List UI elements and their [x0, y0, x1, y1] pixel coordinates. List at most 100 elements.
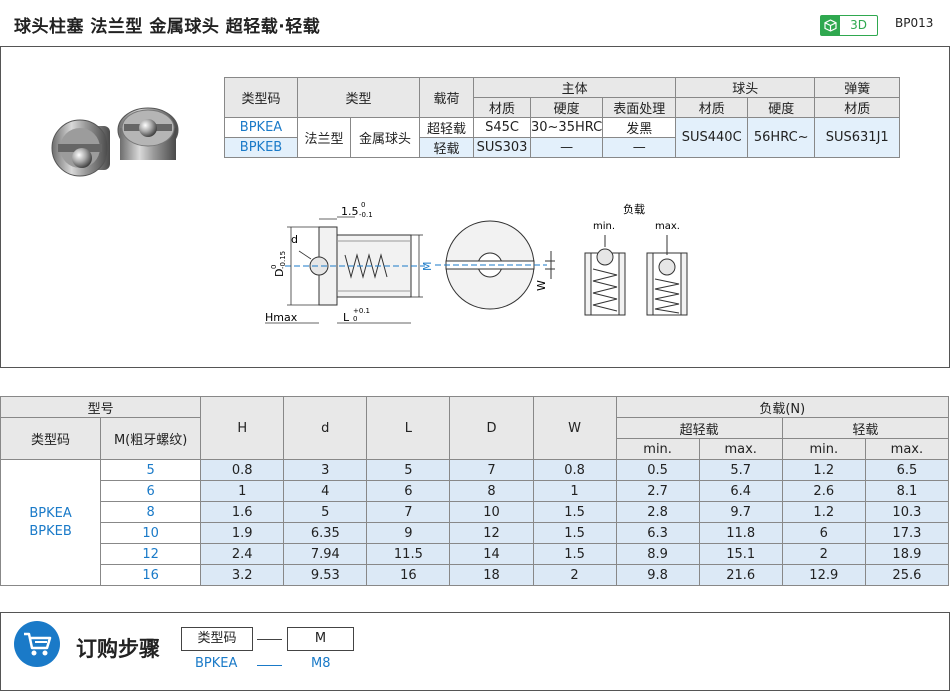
load-label: 负载: [623, 202, 645, 216]
front-view: [435, 220, 555, 310]
table-cell: 3: [283, 459, 368, 481]
table-cell: 4: [283, 480, 368, 502]
table-cell: 1.9: [200, 522, 285, 544]
thread-size-cell: 12: [100, 543, 202, 565]
spec-header-body-surface: 表面处理: [602, 97, 677, 118]
side-view-dimensions: [265, 216, 423, 324]
table-cell: 1.5: [532, 501, 617, 523]
header-ultra-min: min.: [615, 438, 700, 460]
table-cell: 15.1: [698, 543, 783, 565]
spec-type-flange: 法兰型: [297, 117, 351, 158]
header-ultra-max: max.: [698, 438, 783, 460]
order-m-box: M: [287, 627, 354, 651]
header-ultra-light: 超轻载: [615, 417, 783, 439]
table-cell: 2.7: [615, 480, 700, 502]
shopping-cart-icon: [14, 621, 60, 667]
spec-body-hardness: 30~35HRC: [529, 117, 604, 138]
dim-W: W: [535, 280, 548, 291]
thread-size-cell: 8: [100, 501, 202, 523]
load-max-view: [646, 235, 688, 316]
table-cell: 6: [781, 522, 866, 544]
table-cell: 12: [449, 522, 534, 544]
dim-Hmax: Hmax: [265, 311, 298, 324]
table-cell: 1.2: [781, 501, 866, 523]
table-cell: 7: [449, 459, 534, 481]
page-title: 球头柱塞 法兰型 金属球头 超轻载·轻载: [14, 17, 321, 37]
technical-drawing: 1.5 0 -0.1 d D 0 -0.15 M Hmax L +0.1 0 W…: [265, 201, 688, 324]
table-cell: 10: [449, 501, 534, 523]
table-cell: 9.53: [283, 564, 368, 586]
table-cell: 8: [449, 480, 534, 502]
table-cell: 5.7: [698, 459, 783, 481]
load-min-view: [584, 235, 626, 316]
table-cell: 1.6: [200, 501, 285, 523]
header-light-max: max.: [864, 438, 950, 460]
order-example-m: M8: [311, 656, 331, 671]
spec-header-ball-hardness: 硬度: [747, 97, 816, 118]
header-light: 轻载: [781, 417, 950, 439]
dim-D-tol-lower: -0.15: [279, 251, 287, 269]
table-cell: 2: [781, 543, 866, 565]
header-model: 型号: [0, 396, 202, 418]
dim-D: D: [273, 269, 286, 277]
table-cell: 2.6: [781, 480, 866, 502]
table-cell: 11.5: [366, 543, 451, 565]
thread-size-cell: 5: [100, 459, 202, 481]
table-cell: 6.4: [698, 480, 783, 502]
table-cell: 9.8: [615, 564, 700, 586]
table-cell: 6.35: [283, 522, 368, 544]
3d-label: 3D: [850, 18, 867, 32]
dim-L: L: [343, 311, 350, 324]
table-cell: 18: [449, 564, 534, 586]
spec-body-surface: —: [602, 137, 677, 158]
spec-ball-hardness: 56HRC~: [747, 117, 816, 158]
load-max-label: max.: [655, 221, 680, 232]
header-d: d: [283, 396, 368, 460]
table-cell: 1: [532, 480, 617, 502]
table-cell: 3.2: [200, 564, 285, 586]
table-cell: 7: [366, 501, 451, 523]
3d-model-button[interactable]: 3D: [820, 15, 878, 36]
table-cell: 8.9: [615, 543, 700, 565]
dim-1-5-tol-lower: -0.1: [359, 211, 373, 219]
table-cell: 0.5: [615, 459, 700, 481]
load-min-label: min.: [593, 221, 615, 232]
header-light-min: min.: [781, 438, 866, 460]
header-W: W: [532, 396, 617, 460]
table-cell: 5: [283, 501, 368, 523]
table-cell: 6.3: [615, 522, 700, 544]
table-cell: 6.5: [864, 459, 950, 481]
table-cell: 0.8: [532, 459, 617, 481]
spec-body-material: S45C: [473, 117, 531, 138]
order-separator: [257, 639, 282, 640]
spec-type-code: BPKEB: [224, 137, 298, 158]
header-load: 负载(N): [615, 396, 950, 418]
order-example-type-code: BPKEA: [195, 656, 238, 671]
dim-1-5-tol-upper: 0: [361, 201, 365, 209]
header-D: D: [449, 396, 534, 460]
table-cell: 8.1: [864, 480, 950, 502]
table-cell: 25.6: [864, 564, 950, 586]
order-type-code-box: 类型码: [181, 627, 253, 651]
spec-table: 类型码 类型 载荷 主体 球头 弹簧 材质 硬度 表面处理 材质 硬度 材质 B…: [224, 77, 901, 158]
spec-body-surface: 发黑: [602, 117, 677, 138]
product-photo: [51, 107, 179, 177]
spec-load: 超轻载: [419, 117, 474, 138]
table-cell: 12.9: [781, 564, 866, 586]
thread-size-cell: 16: [100, 564, 202, 586]
spec-ball-material: SUS440C: [675, 117, 749, 158]
table-cell: 21.6: [698, 564, 783, 586]
order-steps-title: 订购步骤: [76, 637, 160, 661]
spec-load: 轻载: [419, 137, 474, 158]
cube-icon: [821, 16, 840, 35]
spec-header-spring: 弹簧: [814, 77, 901, 98]
order-example-separator: [257, 665, 282, 666]
dimensions-table: 型号 H d L D W 负载(N) 类型码 M(粗牙螺纹) 超轻载 轻载 mi…: [0, 396, 950, 586]
table-cell: 7.94: [283, 543, 368, 565]
table-cell: 10.3: [864, 501, 950, 523]
